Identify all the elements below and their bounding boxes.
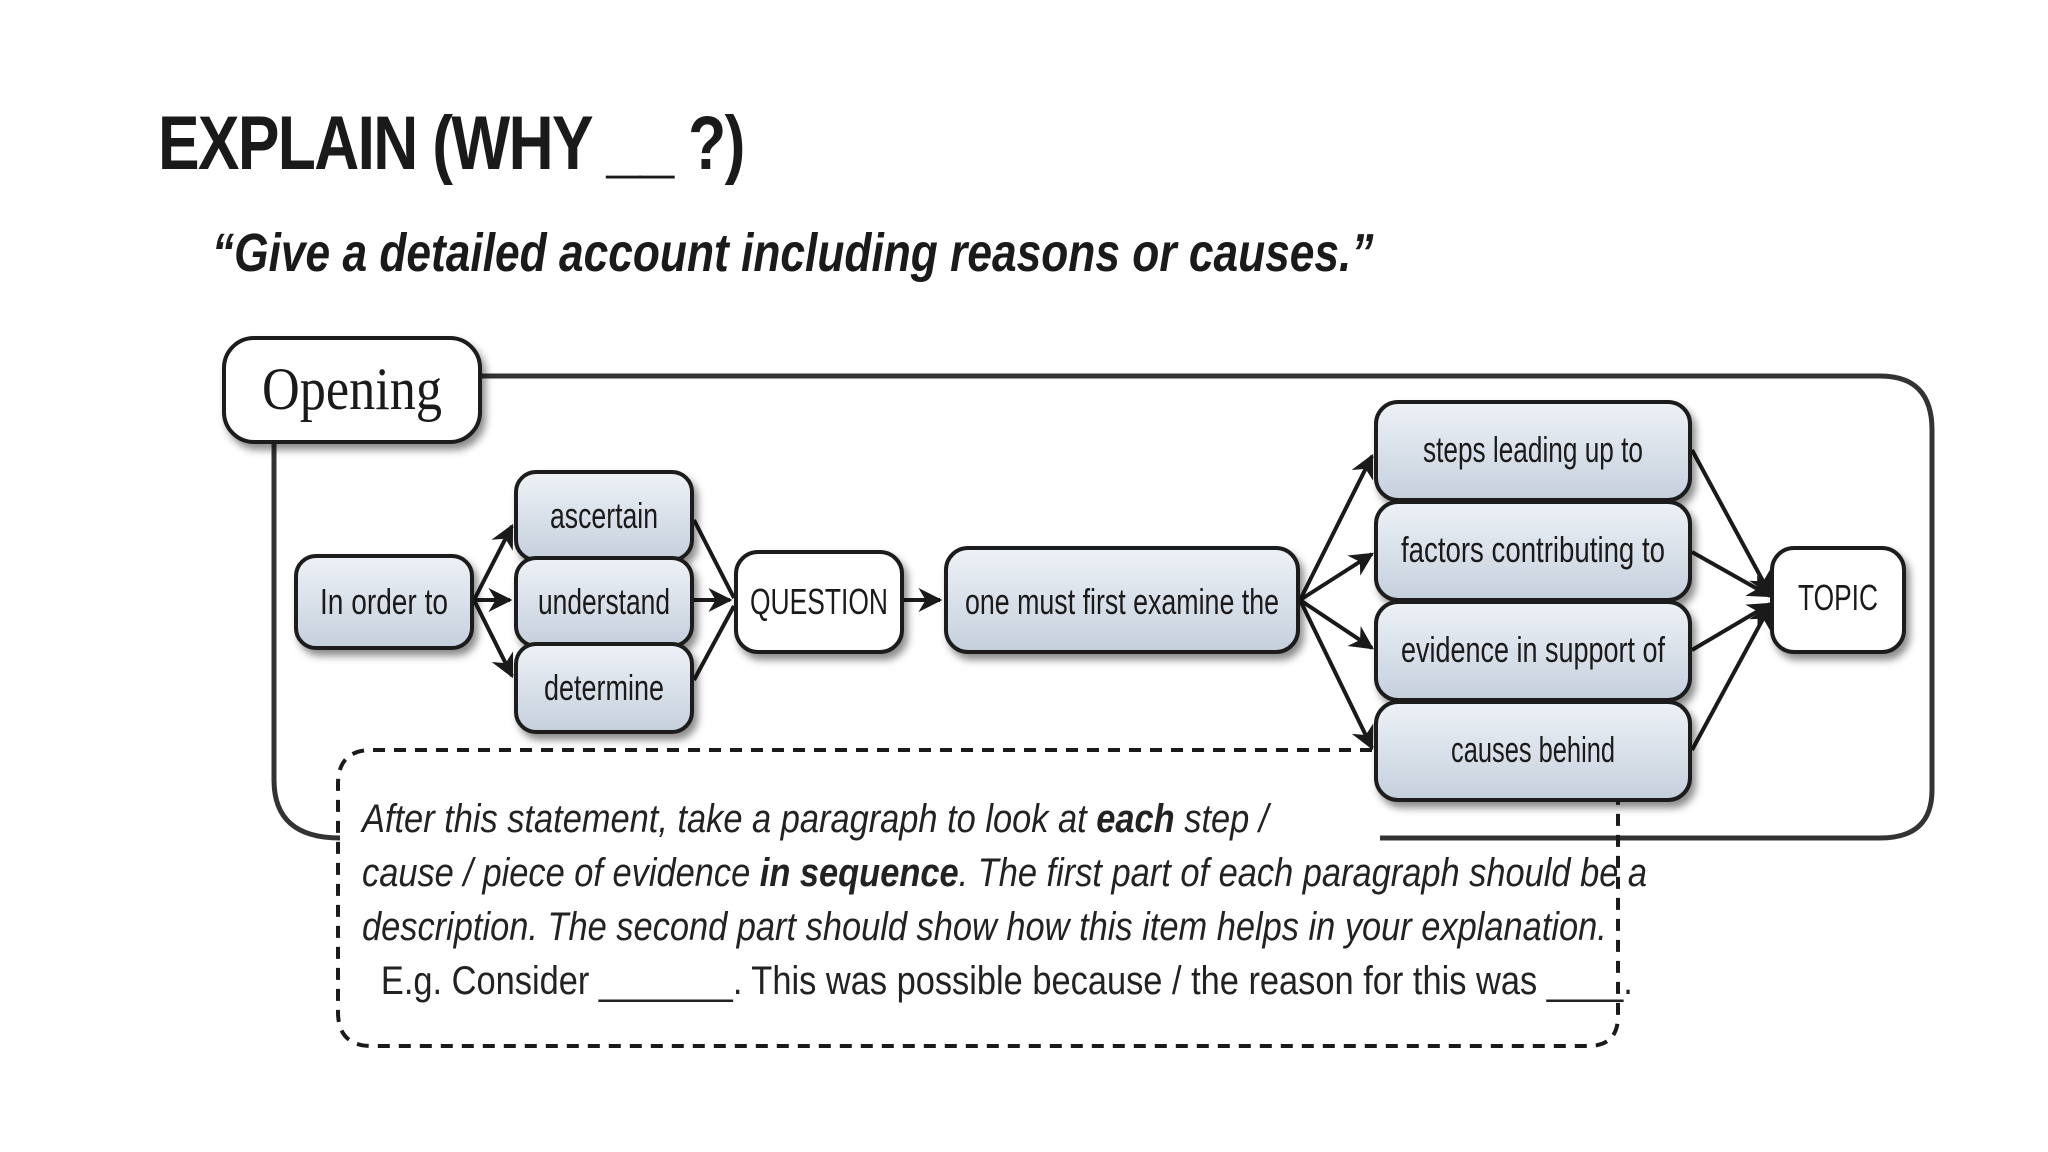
note-line-3: description. The second part should show… xyxy=(362,905,1607,949)
opening-label: Opening xyxy=(262,356,442,422)
opening-tab xyxy=(222,336,482,444)
note-line-2-c: . The first part of each paragraph shoul… xyxy=(958,851,1648,895)
label-steps: steps leading up to xyxy=(1423,429,1643,470)
opening-container xyxy=(271,373,1935,841)
node-examine xyxy=(944,546,1300,654)
note-line-1-a: After this statement, take a paragraph t… xyxy=(362,797,1097,841)
note-example: E.g. Consider _______. This was possible… xyxy=(380,959,1633,1003)
note-emphasis-each: each xyxy=(1096,797,1175,841)
label-question: QUESTION xyxy=(750,581,888,622)
note-line-1: After this statement, take a paragraph t… xyxy=(362,792,1446,846)
note-line-2: cause / piece of evidence in sequence. T… xyxy=(362,846,1647,900)
note-box xyxy=(336,748,1620,1048)
node-question xyxy=(734,550,904,654)
node-in-order-to xyxy=(294,554,474,650)
note-line-2-a: cause / piece of evidence xyxy=(362,851,760,895)
instruction-note: After this statement, take a paragraph t… xyxy=(362,792,1647,1008)
label-factors: factors contributing to xyxy=(1401,529,1665,570)
node-determine xyxy=(514,642,694,734)
note-line-1-c: step / xyxy=(1174,797,1269,841)
node-causes xyxy=(1374,700,1692,802)
page-subtitle: “Give a detailed account including reaso… xyxy=(212,223,1374,283)
node-topic xyxy=(1770,546,1906,654)
note-emphasis-sequence: in sequence xyxy=(759,851,959,895)
label-determine: determine xyxy=(544,667,664,708)
label-causes: causes behind xyxy=(1451,729,1615,770)
label-ascertain: ascertain xyxy=(550,495,658,536)
page-title: EXPLAIN (WHY __ ?) xyxy=(158,101,745,186)
label-topic: TOPIC xyxy=(1798,577,1878,618)
label-evidence: evidence in support of xyxy=(1401,629,1666,670)
label-in-order-to: In order to xyxy=(320,581,448,622)
label-understand: understand xyxy=(538,581,670,622)
flow-arrows xyxy=(472,449,1773,751)
label-examine: one must first examine the xyxy=(965,581,1279,622)
